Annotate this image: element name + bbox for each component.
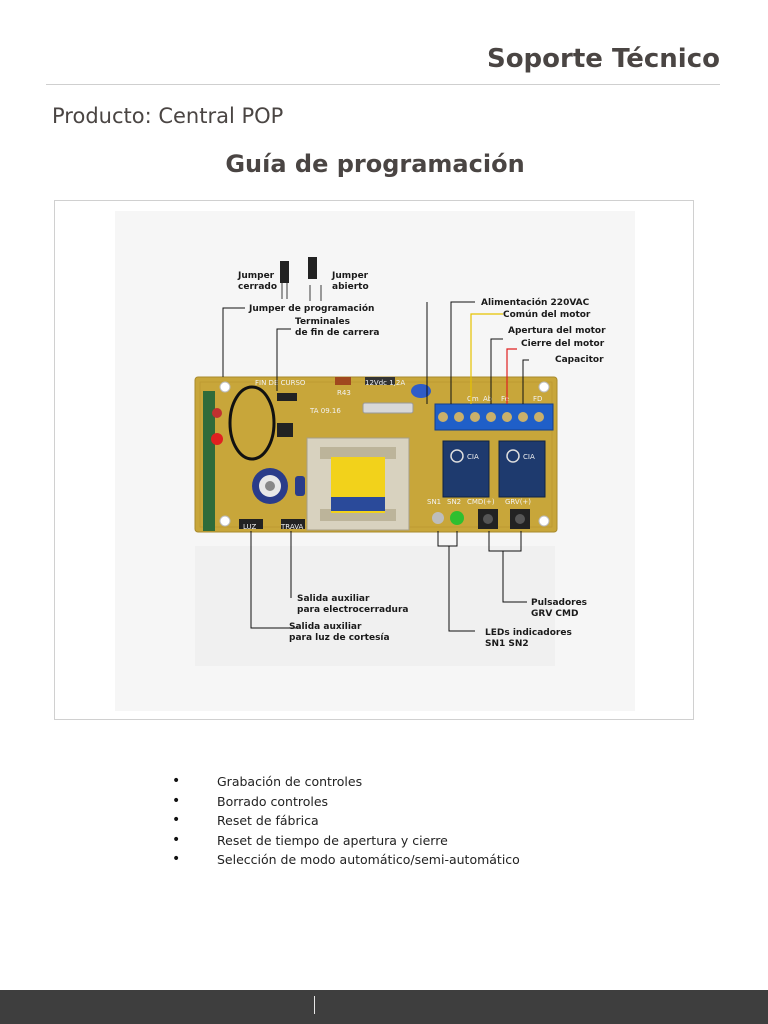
board-label-ab: Ab	[483, 395, 493, 403]
luz-header	[239, 519, 263, 529]
guide-title: Guía de programación	[225, 150, 525, 178]
footer-divider	[314, 996, 315, 1014]
label-aux-light: Salida auxiliar para luz de cortesía	[289, 622, 390, 643]
mount-hole	[219, 515, 231, 527]
board-label-fd: FD	[533, 395, 542, 403]
relay-left: CIA	[442, 440, 490, 498]
board-label-r43: R43	[337, 389, 351, 397]
label-jumper-open: Jumper abierto	[331, 271, 371, 292]
label-leds: LEDs indicadores SN1 SN2	[485, 628, 575, 649]
label-jumper-closed: Jumper cerrado	[237, 271, 277, 292]
jumper-closed-icon	[280, 261, 289, 299]
leader-common	[470, 313, 503, 404]
board-label-luz: LUZ	[243, 523, 257, 531]
board-reflection	[195, 546, 555, 666]
jumper-open-icon	[308, 257, 322, 301]
terminal-screws	[438, 412, 544, 422]
header-title: Soporte Técnico	[486, 44, 720, 74]
feature-item: Reset de fábrica	[170, 811, 520, 831]
antenna-coil	[228, 385, 276, 461]
fuse	[362, 402, 414, 414]
feature-item: Reset de tiempo de apertura y cierre	[170, 831, 520, 851]
board-label-trava: TRAVA	[280, 523, 304, 531]
label-motor-open: Apertura del motor	[508, 326, 606, 336]
prog-jumper-header	[277, 423, 293, 437]
red-led	[212, 408, 222, 418]
label-motor-close: Cierre del motor	[521, 339, 605, 349]
transformer	[306, 437, 410, 531]
led-sn1	[432, 512, 444, 524]
label-jumper-prog: Jumper de programación	[248, 303, 374, 314]
rf-module	[203, 391, 215, 531]
label-buttons: Pulsadores GRV CMD	[531, 598, 590, 619]
header-divider	[46, 84, 720, 85]
trava-header	[281, 519, 305, 529]
board-diagram: FIN DE CURSO R43 12Vdc 1,2A TA 09.16	[54, 200, 694, 720]
footer-bar	[0, 990, 768, 1024]
svg-text:CIA: CIA	[467, 453, 479, 461]
board-label-12v: 12Vdc 1,2A	[365, 379, 405, 387]
product-label: Producto: Central POP	[52, 104, 284, 128]
board-label-sn2: SN2	[447, 498, 461, 506]
led-sn2	[450, 511, 464, 525]
board-label-cm: Cm	[467, 395, 479, 403]
svg-text:CIA: CIA	[523, 453, 535, 461]
board-label-fin-curso: FIN DE CURSO	[255, 379, 306, 387]
label-motor-common: Común del motor	[503, 310, 591, 320]
limit-header	[277, 393, 297, 401]
board-label-fe: Fe	[501, 395, 509, 403]
blue-capacitor	[411, 384, 431, 398]
mount-hole	[538, 381, 550, 393]
red-led	[211, 433, 223, 445]
board-diagram-svg: FIN DE CURSO R43 12Vdc 1,2A TA 09.16	[115, 211, 635, 711]
board-label-ta: TA 09.16	[309, 407, 341, 415]
mount-hole	[538, 515, 550, 527]
relay-right: CIA	[498, 440, 546, 498]
board-label-cmd: CMD(+)	[467, 498, 495, 506]
board-label-grv: GRV(+)	[505, 498, 531, 506]
feature-list: Grabación de controles Borrado controles…	[170, 772, 520, 870]
board-label-sn1: SN1	[427, 498, 441, 506]
mount-hole	[219, 381, 231, 393]
label-power: Alimentación 220VAC	[481, 297, 590, 308]
label-capacitor: Capacitor	[555, 355, 604, 365]
feature-item: Borrado controles	[170, 792, 520, 812]
feature-item: Selección de modo automático/semi-automá…	[170, 850, 520, 870]
leader-lines	[222, 301, 529, 632]
label-aux-lock: Salida auxiliar para electrocerradura	[297, 594, 408, 615]
label-limit-terminals: Terminales de fin de carrera	[295, 317, 379, 338]
leader-close	[506, 348, 517, 404]
feature-item: Grabación de controles	[170, 772, 520, 792]
